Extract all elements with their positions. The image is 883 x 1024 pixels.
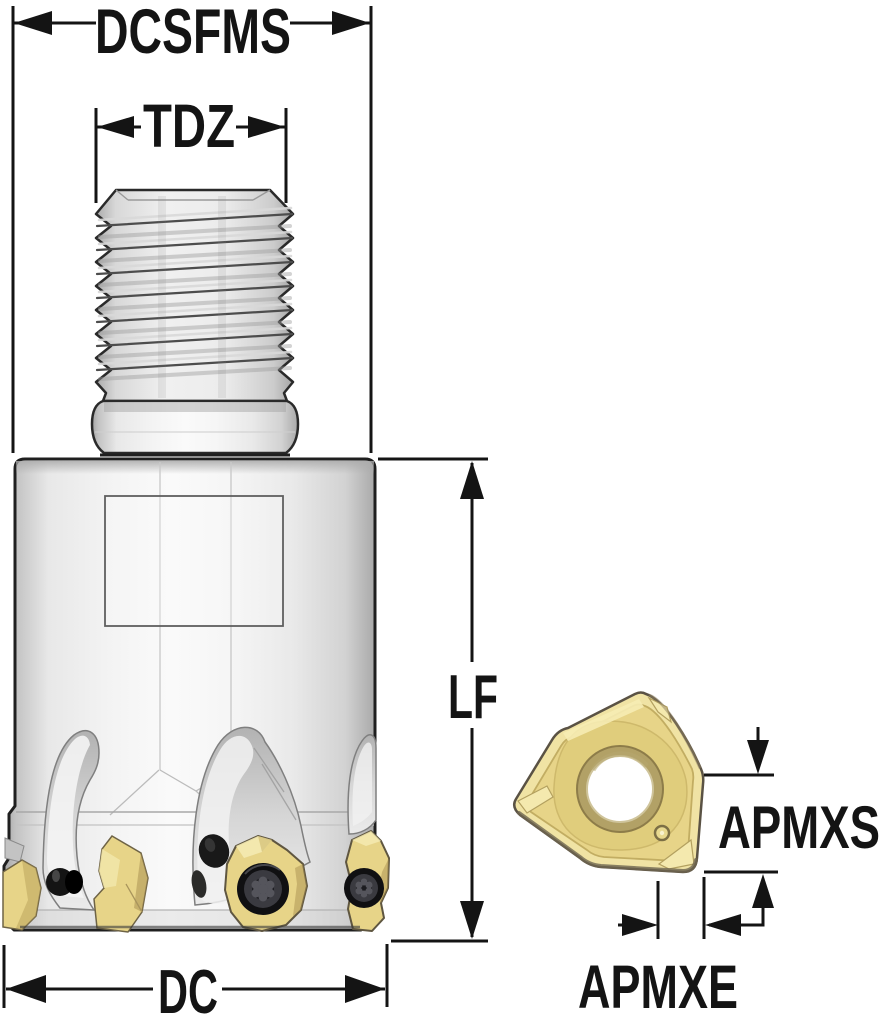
dim-tdz: [94, 108, 288, 203]
thread-crest-lines: [95, 206, 294, 381]
extension-line: [656, 877, 706, 939]
coolant-hole: [191, 834, 230, 898]
collar-shape: [90, 399, 300, 455]
torx-screw-right: [344, 868, 384, 908]
corner-facet-left: [517, 785, 554, 814]
dcsfms-label: DCSFMS: [95, 0, 291, 67]
dim-dcsfms: [11, 6, 373, 453]
arrowhead-left-icon: [705, 914, 741, 936]
insert-front-center: [224, 835, 308, 932]
apmxs-label: APMXS: [718, 794, 880, 861]
arrowhead-left-icon: [97, 116, 134, 138]
dim-dc: [2, 944, 389, 1008]
insert-bottom-shadow: [517, 811, 698, 874]
insert-front-view: [512, 691, 705, 874]
flute-left: [42, 730, 100, 911]
mounting-pin: [46, 868, 83, 896]
extension-line: [94, 108, 288, 203]
insert-front-right: [344, 830, 390, 932]
arrowhead-up-icon: [752, 874, 774, 908]
arrowhead-left-icon: [14, 11, 52, 35]
insert-corner-dot: [653, 824, 671, 842]
dim-apmxe: [618, 877, 706, 939]
cutter-body: [2, 457, 390, 933]
arrowhead-right-icon: [622, 914, 658, 936]
lf-label: LF: [448, 663, 498, 732]
arrowhead-down-icon: [460, 901, 484, 939]
insert-left-edge: [2, 837, 42, 931]
tdz-label: TDZ: [143, 92, 235, 160]
arrowhead-down-icon: [747, 740, 769, 774]
arrowhead-right-icon: [345, 975, 385, 1003]
marking-window: [104, 495, 284, 627]
edge-facet-top-left: [563, 699, 644, 741]
extension-line: [2, 944, 389, 1008]
arrowhead-right-icon: [332, 11, 370, 35]
arrowhead-left-icon: [6, 975, 46, 1003]
dim-apmxs: [704, 727, 778, 936]
apmxe-label: APMXE: [578, 953, 738, 1021]
clamping-collar: [90, 399, 300, 457]
flute-right: [347, 734, 377, 835]
extension-line: [11, 6, 373, 453]
dc-label: DC: [158, 958, 218, 1024]
insert-angled: [93, 835, 149, 933]
dim-lf: [378, 457, 488, 943]
insert-hole: [576, 745, 664, 833]
arrowhead-up-icon: [460, 461, 484, 499]
torx-screw-center: [237, 863, 289, 915]
extension-line: [378, 457, 488, 943]
thread-shank: [94, 188, 295, 403]
body-reflection-lines: [159, 462, 232, 770]
arrowhead-right-icon: [248, 116, 285, 138]
